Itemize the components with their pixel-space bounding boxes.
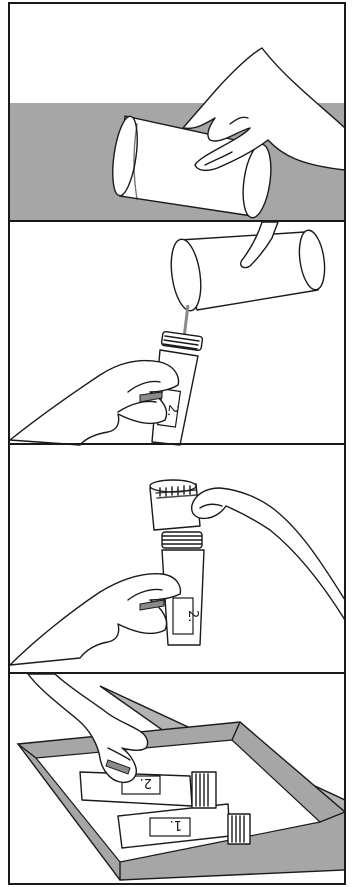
panel-3: 2. <box>10 480 345 665</box>
cup-pouring <box>167 229 328 313</box>
hand-3-bottom <box>10 574 180 665</box>
liquid-stream <box>184 305 188 338</box>
tube-2-open-label-text: 2. <box>185 610 200 622</box>
panel-2: 2. <box>10 222 328 445</box>
panel-4: 1. 2. <box>18 674 345 880</box>
hand-3-top <box>192 488 345 620</box>
panel-1 <box>9 48 345 220</box>
tube-2-box-label-text: 2. <box>140 775 152 790</box>
tube-1-label-text: 1. <box>170 817 182 832</box>
